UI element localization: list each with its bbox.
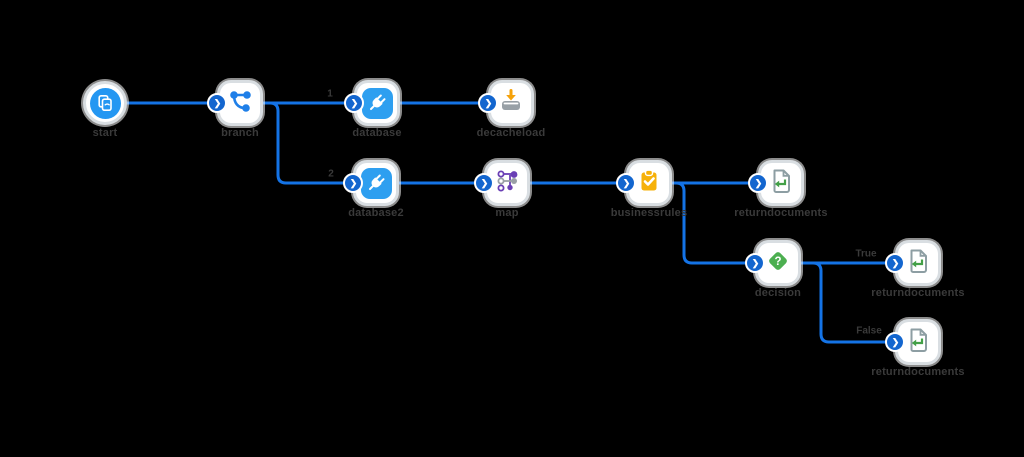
edge-branch-database2 bbox=[261, 101, 355, 185]
port-branch-in[interactable]: ❯ bbox=[207, 93, 227, 113]
decision-diamond-icon: ? bbox=[764, 247, 792, 280]
port-businessrules-in[interactable]: ❯ bbox=[616, 173, 636, 193]
edge-decision-false bbox=[799, 261, 897, 344]
branch-icon bbox=[226, 87, 254, 120]
port-decacheload-in[interactable]: ❯ bbox=[478, 93, 498, 113]
return-document-icon bbox=[767, 167, 795, 200]
node-label: returndocuments bbox=[871, 287, 965, 299]
chevron-right-icon: ❯ bbox=[484, 97, 493, 108]
chevron-right-icon: ❯ bbox=[891, 257, 900, 268]
chevron-right-icon: ❯ bbox=[891, 336, 900, 347]
branch-path-2-label: 2 bbox=[328, 168, 334, 180]
node-label: businessrules bbox=[610, 207, 688, 219]
node-label: decision bbox=[754, 287, 802, 299]
port-decision-in[interactable]: ❯ bbox=[745, 253, 765, 273]
cache-load-icon bbox=[497, 87, 525, 120]
node-label: branch bbox=[221, 127, 259, 139]
port-map-in[interactable]: ❯ bbox=[474, 173, 494, 193]
port-database-in[interactable]: ❯ bbox=[344, 93, 364, 113]
node-start[interactable] bbox=[83, 81, 127, 125]
node-label: decacheload bbox=[476, 127, 546, 139]
edge-businessrules-decision bbox=[670, 181, 757, 265]
chevron-right-icon: ❯ bbox=[213, 97, 222, 108]
node-label: map bbox=[495, 207, 519, 219]
port-returndocuments-3-in[interactable]: ❯ bbox=[885, 332, 905, 352]
node-label: database2 bbox=[348, 207, 404, 219]
svg-text:?: ? bbox=[774, 256, 781, 268]
plug-icon bbox=[361, 87, 393, 119]
decision-true-label: True bbox=[855, 248, 877, 260]
node-label: returndocuments bbox=[734, 207, 828, 219]
port-returndocuments-2-in[interactable]: ❯ bbox=[885, 253, 905, 273]
chevron-right-icon: ❯ bbox=[751, 257, 760, 268]
node-label: start bbox=[92, 127, 118, 139]
chevron-right-icon: ❯ bbox=[480, 177, 489, 188]
map-icon bbox=[493, 167, 521, 200]
node-label: returndocuments bbox=[871, 366, 965, 378]
chevron-right-icon: ❯ bbox=[622, 177, 631, 188]
return-document-icon bbox=[904, 326, 932, 359]
branch-path-1-label: 1 bbox=[327, 88, 333, 100]
port-returndocuments-1-in[interactable]: ❯ bbox=[748, 173, 768, 193]
chevron-right-icon: ❯ bbox=[350, 97, 359, 108]
chevron-right-icon: ❯ bbox=[349, 177, 358, 188]
port-database2-in[interactable]: ❯ bbox=[343, 173, 363, 193]
plug-icon bbox=[360, 167, 392, 199]
start-document-icon bbox=[89, 87, 121, 119]
chevron-right-icon: ❯ bbox=[754, 177, 763, 188]
return-document-icon bbox=[904, 247, 932, 280]
node-database2[interactable] bbox=[353, 160, 399, 206]
node-map[interactable] bbox=[484, 160, 530, 206]
decision-false-label: False bbox=[856, 325, 882, 337]
clipboard-check-icon bbox=[635, 167, 663, 200]
node-label: database bbox=[352, 127, 402, 139]
